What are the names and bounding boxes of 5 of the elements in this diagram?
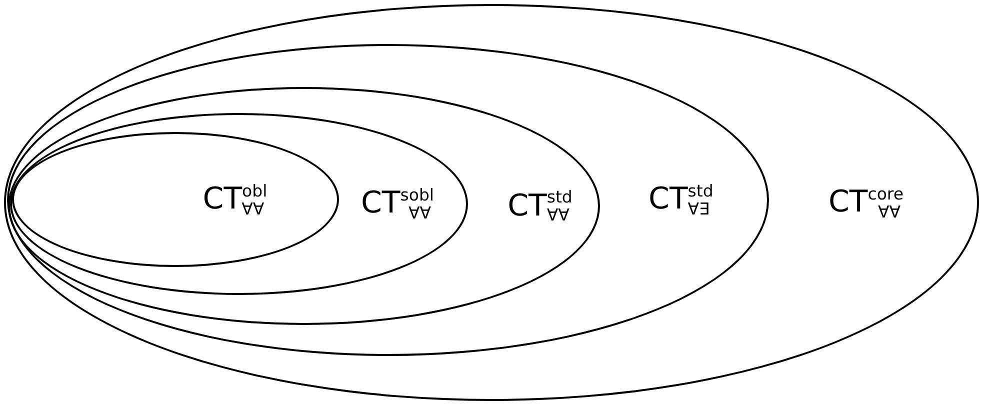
set-ellipse [10, 112, 468, 294]
set-ellipse [4, 4, 979, 401]
set-ellipse [6, 44, 768, 356]
set-ellipse [12, 132, 339, 267]
set-ellipse [8, 87, 600, 325]
